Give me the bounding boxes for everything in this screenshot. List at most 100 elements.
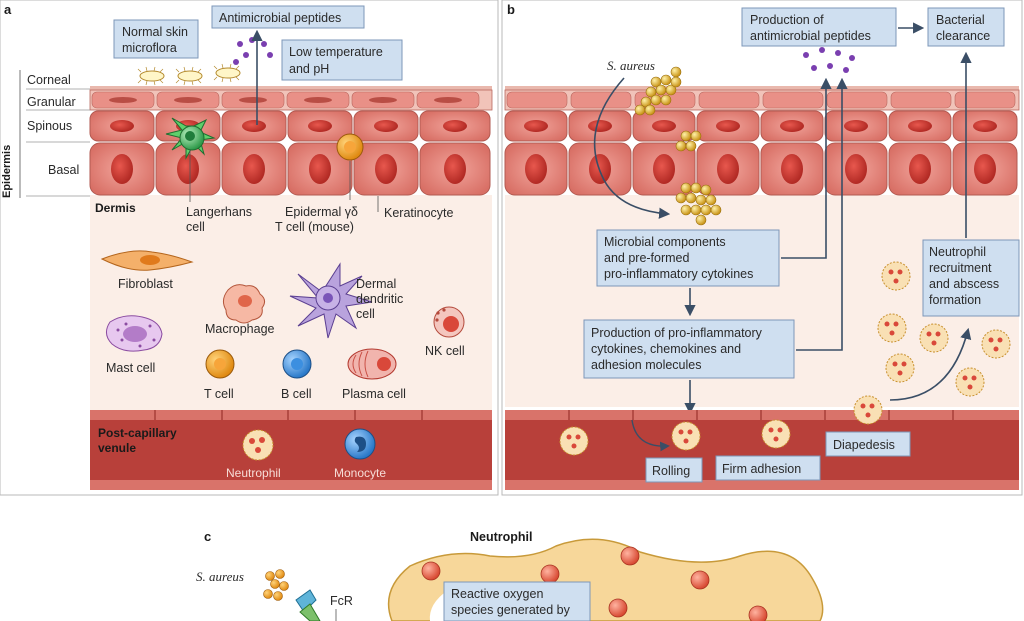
antimicrobial-box bbox=[211, 5, 365, 29]
macrophage-label: Macrophage bbox=[205, 322, 275, 336]
recruit-line4: formation bbox=[929, 293, 981, 307]
microbial-line1: Microbial components bbox=[604, 235, 726, 249]
gd-t-cell-line2: T cell (mouse) bbox=[275, 220, 354, 234]
antimicrobial-prod-line2: antimicrobial peptides bbox=[750, 29, 871, 43]
clearance-line1: Bacterial bbox=[936, 13, 985, 27]
spinous-layer-b bbox=[504, 110, 1018, 142]
venule-line2: venule bbox=[98, 441, 136, 455]
firm-box bbox=[715, 455, 821, 481]
granular-layer-b bbox=[504, 89, 1020, 111]
venule-line1: Post-capillary bbox=[98, 426, 177, 440]
panel-a: a bbox=[1, 2, 493, 490]
diapedesis-text: Diapedesis bbox=[833, 438, 895, 452]
peptide-dots-b bbox=[803, 47, 855, 73]
clearance-line2: clearance bbox=[936, 29, 990, 43]
rolling-arrow bbox=[631, 419, 670, 452]
langerhans-line1: Langerhans bbox=[186, 205, 252, 219]
b-cell-icon bbox=[282, 349, 312, 379]
dermal-dc-line1: Dermal bbox=[356, 277, 396, 291]
microbial-box bbox=[596, 229, 780, 287]
recruit-line3: and abscess bbox=[929, 277, 999, 291]
vessel-neutrophils bbox=[559, 395, 883, 456]
antimicrobial-prod-line1: Production of bbox=[750, 13, 824, 27]
fibroblast-icon bbox=[100, 250, 194, 271]
corneal-label: Corneal bbox=[27, 73, 71, 87]
layer-labels: Epidermis Corneal Granular Spinous Basal… bbox=[1, 70, 136, 215]
dermal-dc-line2: dendritic bbox=[356, 292, 403, 306]
antimicrobial-prod-box bbox=[741, 7, 897, 47]
basal-layer-b bbox=[504, 142, 1018, 196]
dermal-dc-line3: cell bbox=[356, 307, 375, 321]
s-aureus-cluster-icon bbox=[634, 66, 722, 226]
granular-layer bbox=[89, 89, 493, 111]
recruit-line1: Neutrophil bbox=[929, 245, 986, 259]
plasma-cell-label: Plasma cell bbox=[342, 387, 406, 401]
t-cell-label: T cell bbox=[204, 387, 234, 401]
neutrophil-c-label: Neutrophil bbox=[470, 530, 533, 544]
panel-c-label: c bbox=[204, 529, 211, 544]
macrophage-icon bbox=[222, 284, 266, 324]
fcr-label: FcR bbox=[330, 594, 353, 608]
abscess-neutrophils bbox=[877, 261, 1011, 397]
mast-cell-icon bbox=[106, 315, 163, 352]
s-aureus-invasion-arrow bbox=[593, 77, 671, 219]
neutrophil-recruit-box bbox=[922, 239, 1020, 317]
antimicrobial-text: Antimicrobial peptides bbox=[219, 11, 341, 25]
rolling-text: Rolling bbox=[652, 464, 690, 478]
microbial-line2: and pre-formed bbox=[604, 251, 690, 265]
granule-beads bbox=[421, 546, 768, 621]
skin-microflora-line2: microflora bbox=[122, 41, 177, 55]
gd-t-cell-icon bbox=[336, 133, 364, 161]
peptide-dots bbox=[233, 37, 273, 65]
t-cell-icon bbox=[205, 349, 235, 379]
epidermis-label: Epidermis bbox=[1, 145, 13, 198]
gd-t-cell-line1: Epidermal γδ bbox=[285, 205, 358, 219]
nk-cell-icon bbox=[433, 306, 465, 338]
ros-line2: species generated by bbox=[451, 603, 571, 617]
s-aureus-label-b: S. aureus bbox=[607, 58, 655, 73]
langerhans-cell-icon bbox=[165, 117, 216, 160]
ros-box bbox=[443, 581, 591, 621]
low-temp-line1: Low temperature bbox=[289, 45, 383, 59]
panel-a-label: a bbox=[4, 2, 12, 17]
firm-text: Firm adhesion bbox=[722, 462, 801, 476]
microflora-icon bbox=[139, 67, 241, 82]
spinous-label: Spinous bbox=[27, 119, 72, 133]
dermis-label: Dermis bbox=[95, 201, 136, 215]
venule-a bbox=[90, 410, 492, 490]
neutrophil-label: Neutrophil bbox=[226, 466, 281, 480]
basal-label: Basal bbox=[48, 163, 79, 177]
monocyte-icon bbox=[344, 428, 376, 460]
clearance-box bbox=[927, 7, 1005, 47]
langerhans-line2: cell bbox=[186, 220, 205, 234]
proinflam-to-peptide-arrow bbox=[796, 77, 848, 351]
low-temp-box bbox=[281, 39, 403, 81]
b-cell-label: B cell bbox=[281, 387, 312, 401]
neutrophil-icon bbox=[242, 429, 274, 461]
nk-cell-label: NK cell bbox=[425, 344, 465, 358]
proinflam-line3: adhesion molecules bbox=[591, 358, 702, 372]
proinflam-line2: cytokines, chemokines and bbox=[591, 342, 741, 356]
skin-microflora-box bbox=[113, 19, 199, 59]
ros-line1: Reactive oxygen bbox=[451, 587, 543, 601]
panel-b: b bbox=[504, 2, 1020, 490]
granular-label: Granular bbox=[27, 95, 76, 109]
microbial-to-peptide-arrow bbox=[781, 77, 832, 259]
s-aureus-label-c: S. aureus bbox=[196, 569, 244, 584]
diapedesis-box bbox=[825, 431, 911, 457]
keratinocyte-label: Keratinocyte bbox=[384, 206, 454, 220]
s-aureus-cluster-c-icon bbox=[263, 569, 289, 601]
rolling-box bbox=[645, 457, 703, 483]
skin-microflora-line1: Normal skin bbox=[122, 25, 188, 39]
fc-receptor-icon bbox=[295, 589, 321, 621]
recruit-line2: recruitment bbox=[929, 261, 992, 275]
proinflam-box bbox=[583, 319, 795, 379]
fibroblast-label: Fibroblast bbox=[118, 277, 173, 291]
proinflam-line1: Production of pro-inflammatory bbox=[591, 326, 763, 340]
dermal-dendritic-cell-icon bbox=[289, 262, 373, 339]
microbial-line3: pro-inflammatory cytokines bbox=[604, 267, 753, 281]
monocyte-label: Monocyte bbox=[334, 466, 386, 480]
low-temp-line2: and pH bbox=[289, 62, 329, 76]
mast-cell-label: Mast cell bbox=[106, 361, 155, 375]
